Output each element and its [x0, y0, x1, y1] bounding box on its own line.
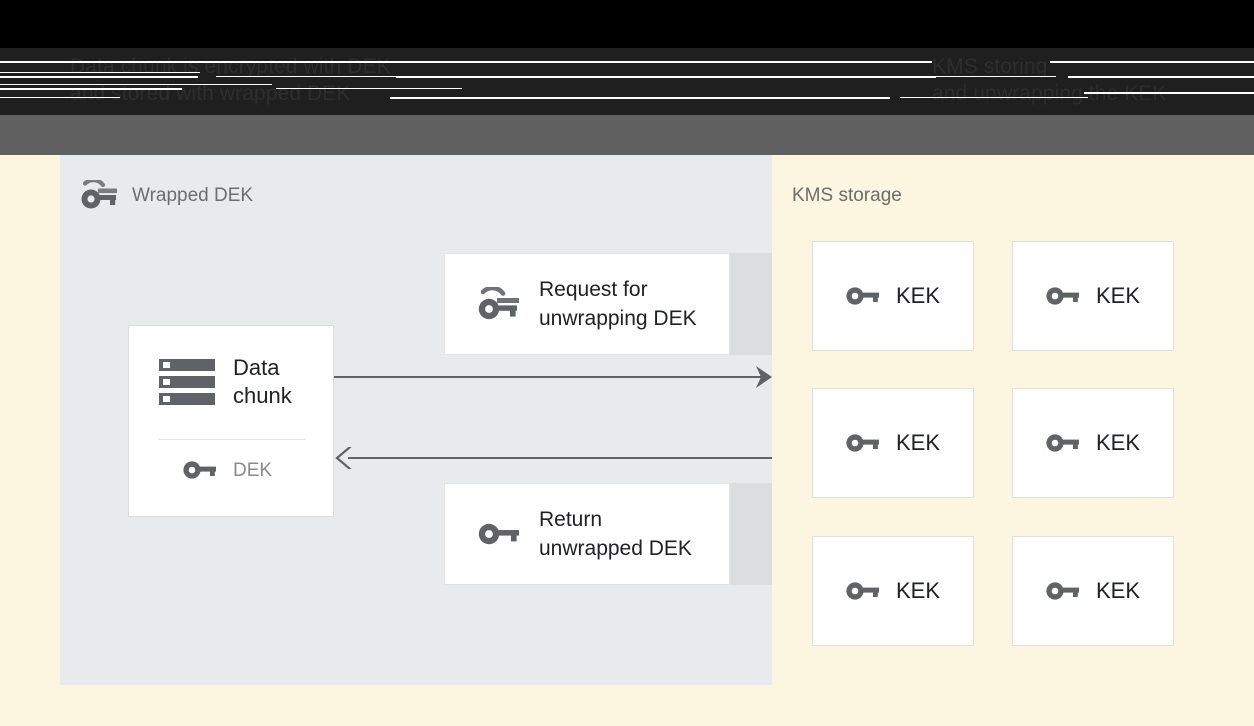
- key-icon: [183, 461, 216, 479]
- key-icon: [846, 434, 879, 452]
- kms-storage-panel-title: KMS storage: [792, 185, 902, 206]
- kek-label: KEK: [895, 283, 941, 308]
- kek-label: KEK: [895, 578, 941, 603]
- arrow-request-head: [756, 366, 772, 388]
- header-inner-band: [0, 48, 1254, 115]
- return-unwrapped-card[interactable]: Return unwrapped DEK: [444, 483, 730, 585]
- kek-box[interactable]: KEK: [1012, 241, 1174, 351]
- key-icon: [478, 523, 519, 545]
- key-icon: [846, 582, 879, 600]
- kek-box[interactable]: KEK: [812, 536, 974, 646]
- kek-label: KEK: [895, 430, 941, 455]
- kek-box[interactable]: KEK: [812, 388, 974, 498]
- data-chunk-label: Data chunk: [233, 355, 292, 408]
- key-icon: [1046, 434, 1079, 452]
- card-divider: [159, 439, 305, 440]
- key-icon: [846, 287, 879, 305]
- arrow-return-line: [348, 457, 772, 459]
- kek-box[interactable]: KEK: [1012, 388, 1174, 498]
- header-caption-right: KMS storing and unwrapping the KEK: [932, 55, 1167, 105]
- kek-label: KEK: [1095, 283, 1141, 308]
- kek-box[interactable]: KEK: [812, 241, 974, 351]
- obscured-header-band: Data chunk is encrypted with DEK and sto…: [0, 0, 1254, 115]
- data-chunk-row: Data chunk: [159, 354, 292, 410]
- header-caption-left: Data chunk is encrypted with DEK and sto…: [70, 55, 391, 105]
- key-icon: [1046, 287, 1079, 305]
- wrapped-key-icon: [478, 287, 519, 320]
- kek-box[interactable]: KEK: [1012, 536, 1174, 646]
- kek-label: KEK: [1095, 430, 1141, 455]
- request-unwrapping-label: Request for unwrapping DEK: [539, 278, 697, 330]
- dek-label: DEK: [233, 459, 273, 481]
- kek-label: KEK: [1095, 578, 1141, 603]
- data-chunk-icon: [159, 359, 215, 405]
- header-gray-strip: [0, 115, 1254, 155]
- arrow-return-head: [335, 447, 352, 469]
- data-chunk-card[interactable]: Data chunk DEK: [128, 325, 334, 517]
- request-unwrapping-card[interactable]: Request for unwrapping DEK: [444, 253, 730, 355]
- wrapped-dek-panel-title: Wrapped DEK: [132, 185, 254, 206]
- key-icon: [1046, 582, 1079, 600]
- wrapped-key-icon: [81, 180, 117, 209]
- dek-row: DEK: [183, 458, 272, 482]
- arrow-request-line: [334, 376, 764, 378]
- return-unwrapped-label: Return unwrapped DEK: [539, 508, 692, 560]
